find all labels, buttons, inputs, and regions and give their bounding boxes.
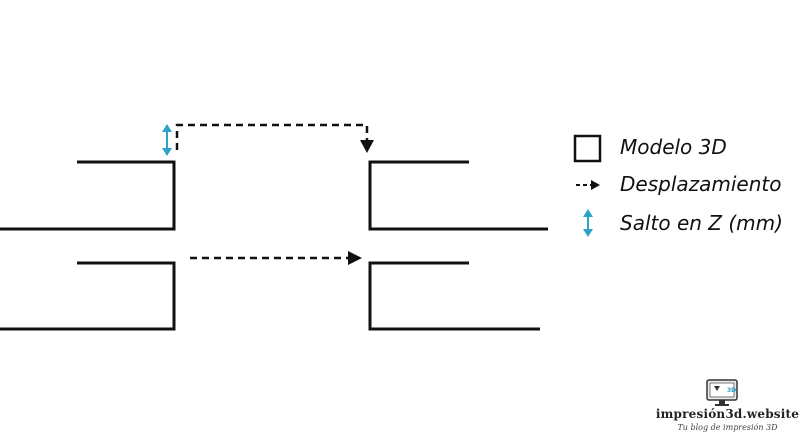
model-top-left [0,160,176,231]
legend-item-z-hop: Salto en Z (mm) [620,211,783,235]
model-top-right [368,160,548,231]
model-bottom-right [368,261,540,331]
model-bottom-left [0,261,176,331]
travel-arrowhead-right [348,251,362,265]
legend-label-model: Modelo 3D [620,135,727,159]
legend-label-z-hop: Salto en Z (mm) [620,211,783,235]
legend-model-square-icon [573,134,602,163]
z-hop-arrow [162,124,172,156]
logo-tagline: Tu blog de impresión 3D [677,423,778,432]
svg-text:3D: 3D [727,387,736,394]
logo-3d-printer-icon: 3D [706,379,738,406]
travel-path-with-z-hop [175,123,369,150]
legend-item-model: Modelo 3D [620,135,727,159]
logo-title: impresión3d.website [655,407,800,421]
site-logo: impresión3d.website Tu blog de impresión… [655,378,800,440]
legend-z-hop-icon [583,209,593,237]
legend-dashed-arrow-icon [576,180,600,190]
travel-arrowhead-down [360,140,374,153]
legend-item-travel: Desplazamiento [620,172,781,196]
legend-label-travel: Desplazamiento [620,172,782,196]
